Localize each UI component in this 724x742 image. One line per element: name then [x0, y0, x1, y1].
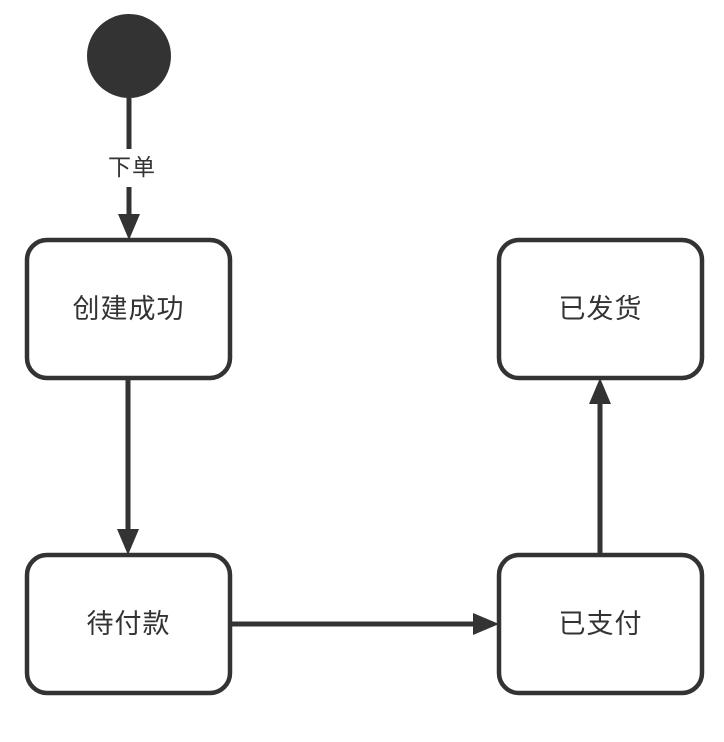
edge-created-to-pending[interactable]: [117, 378, 139, 555]
node-label-pending-payment: 待付款: [86, 608, 171, 640]
edge-label-place-order: 下单: [75, 149, 189, 187]
edge-pending-to-paid[interactable]: [230, 613, 499, 635]
node-label-created: 创建成功: [72, 293, 185, 325]
node-shipped-box[interactable]: [496, 237, 705, 381]
node-label-shipped: 已发货: [558, 293, 643, 325]
edge-paid-to-shipped[interactable]: [589, 378, 611, 555]
start-node-circle[interactable]: [87, 14, 171, 98]
node-label-paid: 已支付: [558, 608, 643, 640]
